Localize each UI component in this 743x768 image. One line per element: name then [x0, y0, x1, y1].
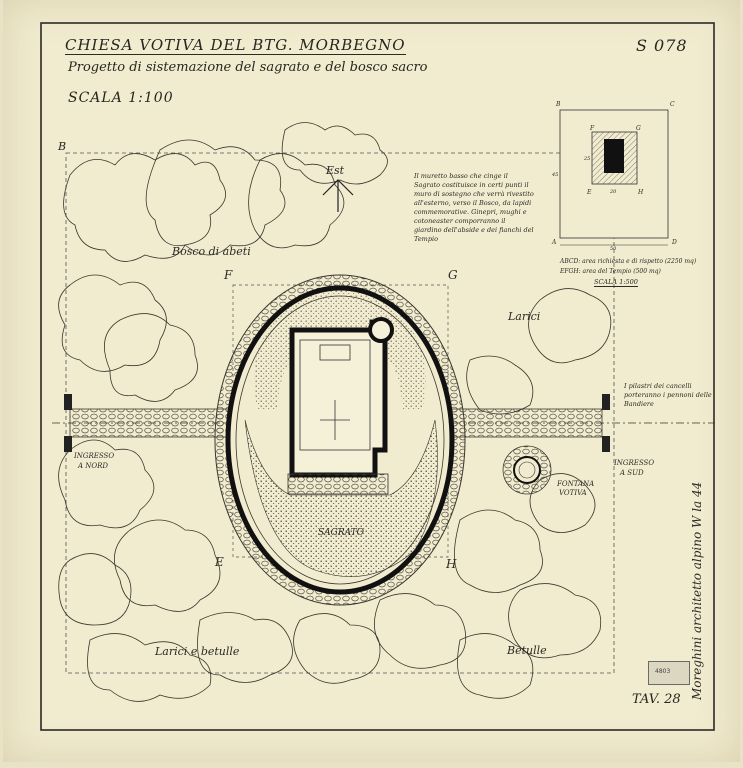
architect-signature: Moreghini architetto alpino W la 44: [690, 481, 704, 700]
border-frame: [40, 22, 715, 731]
gate-note: I pilastri dei cancelli porteranno i pen…: [624, 382, 712, 408]
label-bosco-abeti: Bosco di abeti: [171, 245, 251, 258]
gate-pillar-north-1: [64, 394, 72, 410]
label-point-e: E: [214, 555, 224, 569]
sheet-number: S 078: [636, 36, 688, 55]
site-boundary: [65, 152, 615, 674]
drawing-scale: SCALA 1:100: [68, 90, 174, 106]
tree-canopies: [58, 122, 612, 702]
label-larici: Larici: [507, 310, 540, 323]
key-corner-b: B: [555, 101, 561, 108]
key-point-h: H: [637, 189, 644, 196]
key-legend-abcd: ABCD: area richiesta e di rispetto (2250…: [560, 258, 697, 265]
key-point-e: E: [586, 189, 592, 196]
key-point-f: F: [589, 125, 595, 132]
key-plan-scale: SCALA 1:500: [594, 278, 638, 287]
gate-pillar-south-2: [602, 436, 610, 452]
label-larici-betulle: Larici e betulle: [154, 645, 240, 658]
votive-fountain: [502, 445, 552, 495]
key-corner-d: D: [671, 239, 677, 246]
plate-number: TAV. 28: [632, 692, 681, 707]
wall-note: Il muretto basso che cinge il Sagrato co…: [414, 172, 534, 243]
key-plan: [559, 109, 669, 246]
key-corner-a: A: [551, 239, 557, 246]
key-dim-bottom: 50: [610, 246, 617, 252]
north-arrow-label: Est: [325, 164, 345, 177]
label-betulle: Betulle: [506, 644, 547, 657]
church-plan: [287, 317, 394, 495]
key-dim-inner-bottom: 20: [609, 189, 617, 195]
north-arrow-icon: [322, 179, 354, 212]
drawing-subtitle: Progetto di sistemazione del sagrato e d…: [68, 60, 428, 75]
key-dim-inner-side: 25: [583, 156, 590, 162]
label-sagrato: SAGRATO: [318, 528, 365, 538]
drawing-title: CHIESA VOTIVA DEL BTG. MORBEGNO: [65, 36, 406, 55]
key-dim-side: 45: [551, 172, 558, 178]
label-point-h: H: [445, 557, 457, 571]
label-point-g: G: [448, 268, 458, 282]
label-point-f: F: [223, 268, 233, 282]
key-corner-c: C: [670, 101, 675, 108]
key-legend-efgh: EFGH: area del Tempio (500 mq): [560, 268, 661, 275]
label-corner-b: B: [57, 140, 66, 153]
archive-stamp-text: 4803: [655, 668, 671, 675]
sagrato-paving: [244, 419, 438, 577]
key-point-g: G: [636, 125, 641, 132]
gate-pillar-north-2: [64, 436, 72, 452]
gate-pillar-south-1: [602, 394, 610, 410]
archive-stamp: 4803: [648, 661, 690, 685]
